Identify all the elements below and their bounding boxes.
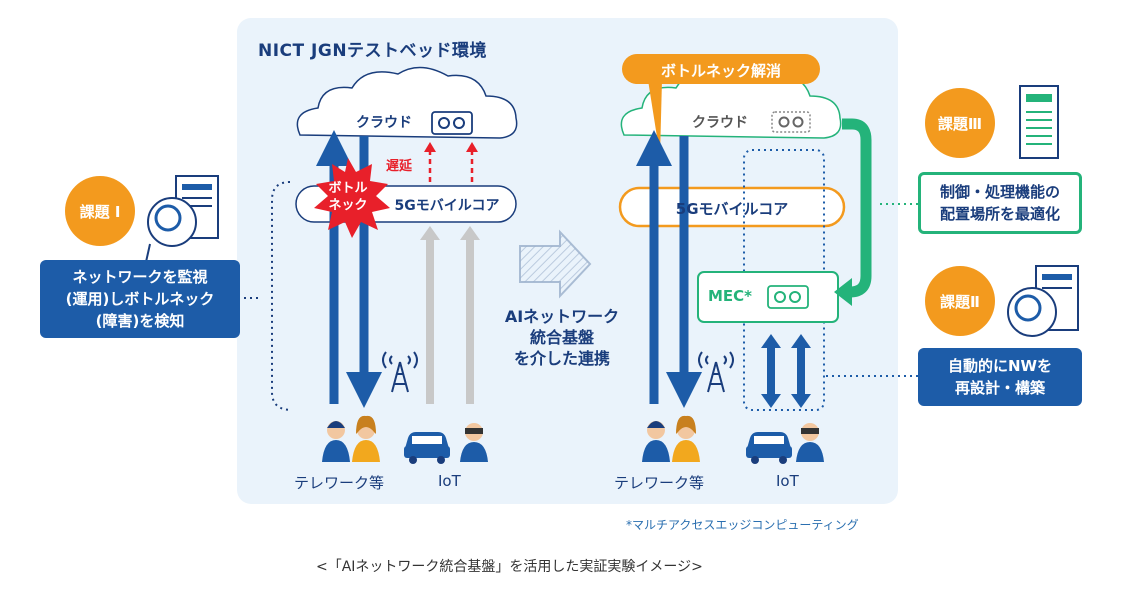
mec-label: MEC*: [708, 287, 753, 305]
issue1-head-server-icon: [145, 175, 219, 263]
left-car-icon: [404, 432, 450, 464]
right-cloud-label: クラウド: [692, 115, 748, 131]
bottleneck-label: ボトル ネック: [328, 181, 368, 213]
center-caption: AIネットワーク 統合基盤 を介した連携: [504, 307, 620, 368]
left-person-2-icon: [352, 415, 380, 462]
left-vr-person-icon: [460, 423, 488, 462]
right-telework-label: テレワーク等: [614, 474, 705, 492]
panel-title: NICT JGNテストベッド環境: [258, 41, 488, 61]
right-core-pill: [618, 186, 846, 228]
issue1-box: ネットワークを監視 (運用)しボトルネック (障害)を検知: [40, 260, 240, 338]
right-vr-person-icon: [796, 423, 824, 462]
transition-arrow: [519, 229, 592, 299]
right-iot-label: IoT: [776, 472, 799, 490]
issue2-badge: 課題Ⅱ: [925, 266, 995, 336]
left-core-label: 5Gモバイルコア: [394, 198, 500, 214]
callout-bubble: [622, 54, 820, 84]
left-iot-label: IoT: [438, 472, 461, 490]
right-cloud-gear-icon: [771, 111, 811, 133]
issue2-box: 自動的にNWを 再設計・構築: [918, 348, 1082, 406]
bottleneck-starburst: [314, 158, 390, 238]
left-person-1-icon: [322, 421, 350, 462]
right-person-2-icon: [672, 415, 700, 462]
issue1-badge: 課題 Ⅰ: [65, 176, 135, 246]
mec-double-arrows: [761, 334, 811, 408]
right-person-1-icon: [642, 421, 670, 462]
left-telework-label: テレワーク等: [294, 474, 385, 492]
issue3-badge: 課題Ⅲ: [925, 88, 995, 158]
mec-gear-icon: [767, 285, 809, 309]
issue3-server-icon: [1019, 85, 1059, 159]
green-relocate-arrow: [842, 118, 872, 298]
right-car-icon: [746, 432, 792, 464]
left-cloud-label: クラウド: [356, 115, 412, 131]
left-cloud-gear-icon: [431, 111, 473, 135]
left-tower-icon: [382, 351, 418, 393]
footnote: *マルチアクセスエッジコンピューティング: [626, 518, 859, 532]
issue2-head-server-icon: [1007, 265, 1079, 337]
figure-caption: <「AIネットワーク統合基盤」を活用した実証実験イメージ>: [316, 559, 703, 575]
right-core-label: 5Gモバイルコア: [675, 200, 789, 218]
callout-label: ボトルネック解消: [660, 62, 781, 80]
issue3-box: 制御・処理機能の 配置場所を最適化: [918, 172, 1082, 234]
right-tower-icon: [698, 351, 734, 393]
left-delay-label: 遅延: [386, 159, 413, 174]
